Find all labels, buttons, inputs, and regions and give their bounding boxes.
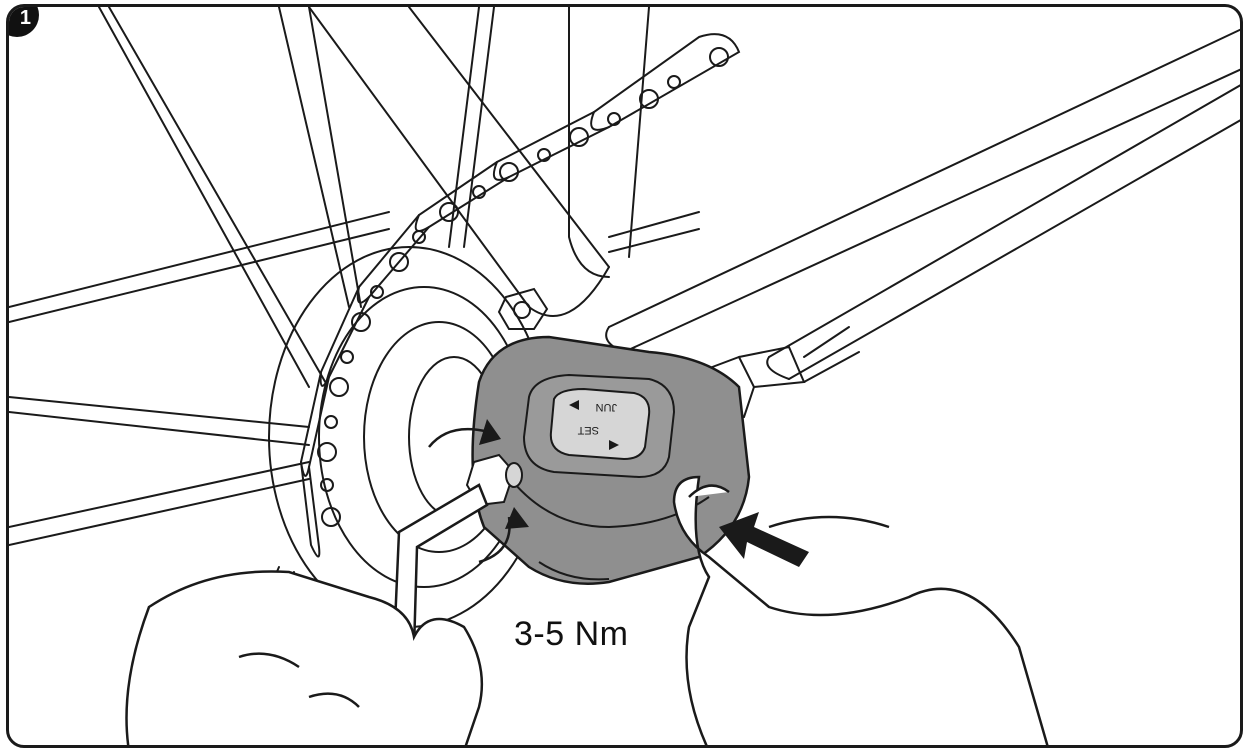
- sensor-top-label: JUN: [596, 401, 617, 413]
- step-number-badge: 1: [9, 7, 39, 37]
- bicycle-chain: [299, 33, 741, 558]
- seat-stay: [308, 7, 610, 317]
- push-arrow-icon: [719, 512, 809, 567]
- sensor-arrow-markers: [569, 400, 619, 450]
- illustration-frame: 1: [6, 4, 1243, 748]
- speed-sensor: [471, 335, 751, 585]
- chainstay: [605, 28, 1240, 380]
- holding-hand: [125, 570, 484, 745]
- torque-spec-label: 3-5 Nm: [514, 615, 629, 653]
- rotate-arrowheads: [479, 419, 529, 529]
- bike-sensor-illustration: JUN SET: [9, 7, 1240, 745]
- frame-tube: [568, 7, 650, 278]
- axle-nut: [497, 287, 549, 330]
- pressing-finger: [672, 475, 1049, 745]
- sensor-bottom-label: SET: [577, 424, 599, 436]
